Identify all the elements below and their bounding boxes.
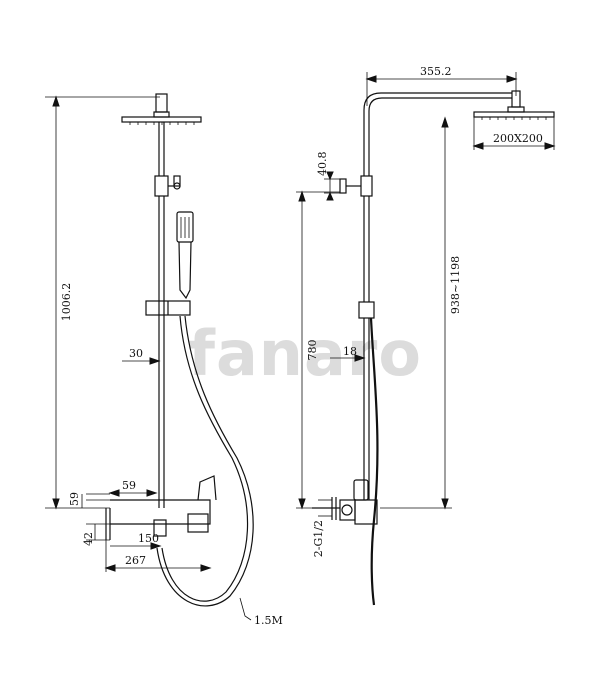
hose-length-label: 1.5M xyxy=(254,614,283,627)
arrow xyxy=(149,357,161,365)
mixer-knob xyxy=(339,499,356,521)
arrow xyxy=(472,142,484,150)
diverter-knob xyxy=(339,178,347,194)
mixer-width-label: 267 xyxy=(125,554,146,567)
diverter-label: 40.8 xyxy=(316,152,329,177)
mixer-lever xyxy=(353,479,369,501)
arrow xyxy=(200,564,212,572)
hose-leader xyxy=(239,597,252,621)
arm-reach-label: 355.2 xyxy=(420,65,452,78)
arrow xyxy=(441,116,449,128)
arrow xyxy=(108,489,120,497)
left-view: 1006.2 xyxy=(45,93,283,627)
hand-shower-nozzles xyxy=(180,217,190,238)
head-connector-nut xyxy=(153,111,170,118)
inlet-thread-label: 2-G1/2 xyxy=(312,520,325,557)
arrow xyxy=(326,171,334,181)
hose xyxy=(161,315,249,602)
head-size-label: 200X200 xyxy=(493,132,543,145)
right-view: 355.2 200X200 xyxy=(296,65,556,606)
arrow xyxy=(544,142,556,150)
arrow xyxy=(365,75,377,83)
shower-head xyxy=(473,111,555,118)
arrow xyxy=(146,489,158,497)
arrow xyxy=(52,95,60,107)
arrow xyxy=(150,542,162,550)
mixer-lever xyxy=(197,475,217,501)
bar-offset-label: 30 xyxy=(129,347,143,360)
slide-holder xyxy=(358,301,375,319)
mixer-outlet xyxy=(153,519,167,537)
mixer-knob xyxy=(187,513,209,533)
diverter xyxy=(154,175,169,197)
hose xyxy=(369,317,379,606)
shower-head xyxy=(121,116,202,123)
arrow xyxy=(441,498,449,510)
inlet-spacing-label: 150 xyxy=(138,532,159,545)
hand-shower-head xyxy=(176,211,194,243)
mixer-bottom-label: 42 xyxy=(82,532,95,546)
arrow xyxy=(52,498,60,510)
arrow xyxy=(506,75,518,83)
outlet-height-label: 780 xyxy=(306,340,319,361)
thermostatic-mixer xyxy=(110,499,211,525)
mixer-depth-label: 59 xyxy=(122,479,136,492)
diverter xyxy=(360,175,373,197)
pipe-offset-label: 18 xyxy=(343,345,357,358)
mixer-top-label: 59 xyxy=(68,492,81,506)
arrow xyxy=(298,498,306,510)
arrow xyxy=(104,564,116,572)
diverter-knob xyxy=(173,175,181,187)
shower-arm xyxy=(363,92,512,176)
arrow xyxy=(298,190,306,202)
arrow xyxy=(326,191,334,201)
watermark: fanaro xyxy=(188,317,422,390)
adjust-range-label: 938~1198 xyxy=(449,256,462,314)
total-height-label: 1006.2 xyxy=(60,283,73,322)
arrow xyxy=(354,354,366,362)
shower-head-nozzles xyxy=(129,122,195,125)
hand-shower-handle xyxy=(178,241,192,300)
